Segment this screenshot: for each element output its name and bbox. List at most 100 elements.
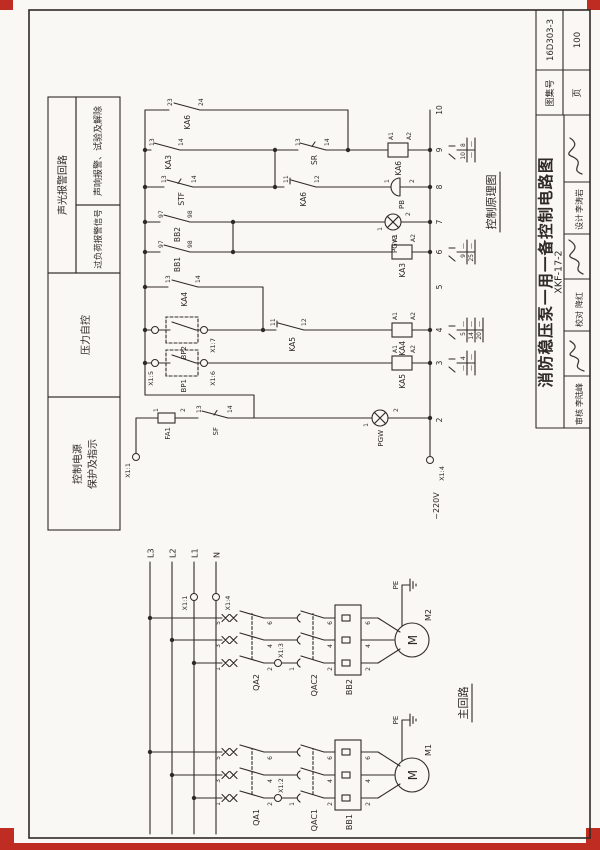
col-number-2: 2 — [435, 417, 444, 422]
pb-bell — [390, 177, 401, 197]
xref-cell: 25 — [468, 254, 475, 262]
col-number-5: 5 — [435, 284, 444, 289]
ka6-coil-label: KA6 — [394, 161, 403, 176]
bb1-terminal-97: 97 — [158, 240, 165, 248]
control-circuit-caption: 控制原理图 — [484, 175, 498, 230]
qa2-terminal-4: 4 — [267, 644, 274, 648]
sf-terminal-14: 14 — [227, 405, 234, 413]
sr-terminal-13: 13 — [295, 138, 302, 146]
ka4-terminal-14: 14 — [195, 275, 202, 283]
xref-table-ka5: — 4 — — — [448, 350, 476, 376]
xref-cell: 4 — [460, 356, 467, 360]
stf-terminal-14: 14 — [191, 175, 198, 183]
stf-terminal-13: 13 — [161, 175, 168, 183]
reviewer-label: 审核 — [574, 409, 584, 425]
checker-label: 校对 — [574, 311, 584, 327]
bb1-label: BB1 — [345, 814, 354, 830]
ka6-terminal-23: 23 — [167, 98, 174, 106]
pgw-terminal-2: 2 — [393, 408, 400, 412]
bp2-pressure-switch — [165, 316, 199, 344]
qa1-label: QA1 — [252, 809, 261, 826]
xref-cell: 9 — [460, 254, 467, 258]
bb1-terminal-6: 6 — [365, 756, 372, 760]
ka5-a1: A1 — [392, 345, 399, 353]
terminal-x1-7 — [200, 326, 208, 334]
col9-ka3-sr-ka6: 13 14 KA3 13 14 SR A1 A2 KA6 — [144, 132, 431, 188]
xref-cell: — — [460, 243, 467, 249]
xref-cell: — — [460, 321, 467, 327]
page-label: 页 — [572, 88, 583, 97]
xref-cell: 10 — [460, 152, 467, 160]
pgw-label: PGW — [377, 430, 385, 447]
xref-table-ka6: 10 8 — — — [448, 137, 476, 163]
title-block: 消防稳压泵一用一备控制电路图 XKF-17-2 审核 李陆峰 校对 降红 设计 … — [536, 19, 585, 425]
sf-terminal-13: 13 — [196, 405, 203, 413]
ka6-a1: A1 — [388, 132, 395, 140]
box-power-line2: 保护及指示 — [86, 439, 99, 489]
qa2-terminal-6: 6 — [267, 621, 274, 625]
box-pressure: 压力自控 — [79, 315, 92, 355]
col-number-4: 4 — [435, 327, 444, 332]
col-number-10: 10 — [435, 105, 444, 115]
terminal-x1-2 — [274, 794, 282, 802]
col3-bp1-ka5: X1:5 BP1 X1:6 A1 A2 KA5 — [144, 345, 431, 392]
motor-m1 — [394, 757, 430, 793]
pb-terminal-2: 2 — [409, 179, 416, 183]
ka5-contact-label: KA5 — [288, 337, 297, 352]
motor-m1-label: M1 — [424, 744, 433, 756]
ka4-a1: A1 — [392, 312, 399, 320]
checker-signature — [568, 239, 584, 275]
designer-signature — [568, 137, 583, 175]
ka3-a1: A1 — [392, 234, 399, 242]
ka6-hold-label: KA6 — [183, 115, 192, 130]
terminal-x1-3 — [274, 659, 282, 667]
pgw-terminal-1: 1 — [363, 423, 370, 427]
sr-terminal-14: 14 — [324, 138, 331, 146]
ka6-a2: A2 — [406, 132, 413, 140]
col-number-3: 3 — [435, 360, 444, 365]
xref-cell: 14 — [468, 332, 475, 340]
terminal-x1-5 — [151, 359, 159, 367]
ka5-a2: A2 — [410, 345, 417, 353]
xref-table-ka4: 5 — 14 — 20 — — [448, 317, 484, 343]
designer-name: 李涛岩 — [574, 189, 584, 213]
bb1-terminal-2: 2 — [365, 802, 372, 806]
xref-cell: — — [468, 152, 475, 158]
xref-table-ka3: 9 — 25 — — [448, 239, 476, 265]
qa2-terminal-5: 5 — [215, 621, 222, 625]
qa1-terminal-5: 5 — [215, 756, 222, 760]
checker-name: 降红 — [574, 292, 584, 308]
terminal-x1-6-label: X1:6 — [209, 371, 217, 386]
stf-label: STF — [177, 192, 186, 206]
terminal-x1-1-label: X1:1 — [181, 596, 189, 611]
bb2-terminal-98: 98 — [187, 210, 194, 218]
qac1-terminal-6: 6 — [327, 756, 334, 760]
ka3-a2: A2 — [410, 234, 417, 242]
ka3-terminal-13: 13 — [149, 138, 156, 146]
drawing-title: 消防稳压泵一用一备控制电路图 — [536, 156, 555, 387]
pump-branch-1: 1 3 5 QA1 2 4 6 X1:2 QAC1 1 2 4 — [147, 713, 433, 831]
bb2-terminal-97: 97 — [158, 210, 165, 218]
ka3-terminal-14: 14 — [178, 138, 185, 146]
registration-mark — [0, 0, 13, 10]
xref-cell: — — [468, 243, 475, 249]
bb1-terminal-4: 4 — [365, 779, 372, 783]
pump-branch-2: 1 3 5 QA2 2 4 6 X1:3 QAC2 1 2 4 — [147, 578, 433, 696]
motor-m2-letter: M — [406, 635, 420, 645]
qac2-terminal-1: 1 — [289, 667, 296, 671]
drawing-frame — [28, 9, 591, 839]
atlas-number-label: 图集号 — [544, 79, 556, 106]
qac2-terminal-4: 4 — [327, 644, 334, 648]
qa2-label: QA2 — [252, 674, 261, 691]
ka5-coil — [391, 355, 413, 371]
m2-pe-label: PE — [392, 581, 400, 590]
col10-ka6-hold: 23 24 KA6 — [144, 98, 349, 151]
ka6-coil — [387, 142, 409, 158]
qac1-label: QAC1 — [310, 809, 319, 831]
bus-l2-label: L2 — [169, 548, 178, 558]
xref-cell: 8 — [460, 143, 467, 147]
ka5nc-terminal-11: 11 — [270, 318, 277, 326]
sr-label: SR — [310, 155, 319, 165]
pgy3-terminal-2: 2 — [405, 212, 412, 216]
terminal-x1-7-label: X1:7 — [209, 338, 217, 353]
